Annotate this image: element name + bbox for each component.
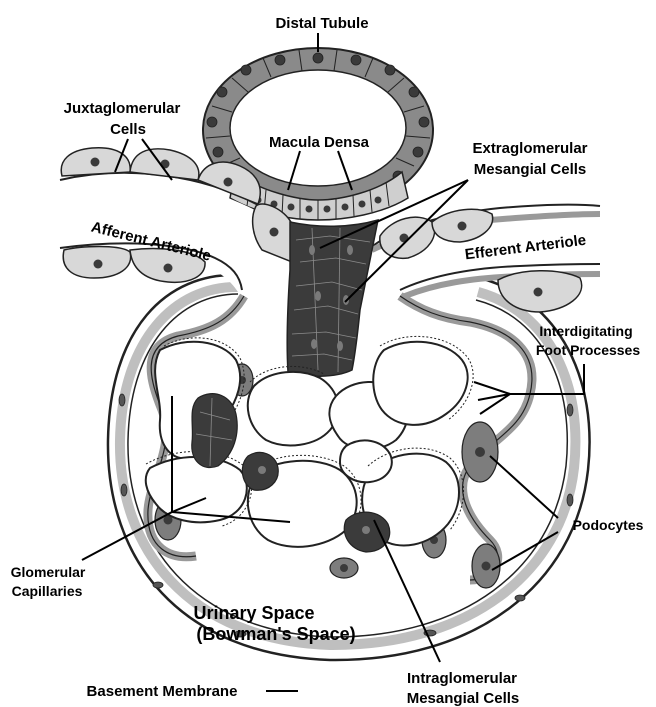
label-urinary-space-line1: Urinary Space [193, 603, 314, 623]
label-extraglomerular-line1: Extraglomerular [472, 140, 587, 157]
label-intraglomerular-line1: Intraglomerular [407, 670, 517, 687]
label-efferent-arteriole: Efferent Arteriole [464, 232, 587, 264]
label-basement-membrane: Basement Membrane [87, 683, 238, 700]
label-glomerular-line2: Capillaries [12, 583, 83, 599]
label-podocytes: Podocytes [573, 517, 644, 533]
capillary-middle [340, 440, 392, 482]
label-macula-densa: Macula Densa [269, 134, 370, 151]
label-distal-tubule: Distal Tubule [275, 15, 368, 32]
label-extraglomerular-line2: Mesangial Cells [474, 161, 587, 178]
label-interdigitating-line1: Interdigitating [539, 323, 632, 339]
leader-podocytes-a [490, 456, 558, 518]
label-interdigitating-line2: Foot Processes [536, 342, 640, 358]
extraglomerular-mesangium [287, 220, 378, 376]
label-intraglomerular-line2: Mesangial Cells [407, 690, 520, 707]
capillary-right-upper [373, 342, 467, 425]
label-urinary-space-line2: (Bowman's Space) [196, 624, 355, 644]
label-glomerular-line1: Glomerular [11, 564, 86, 580]
leader-interdigitating-a [474, 382, 510, 394]
label-juxtaglomerular-line2: Cells [110, 121, 146, 138]
label-juxtaglomerular-line1: Juxtaglomerular [64, 100, 181, 117]
capillary-center-upper [248, 372, 339, 446]
